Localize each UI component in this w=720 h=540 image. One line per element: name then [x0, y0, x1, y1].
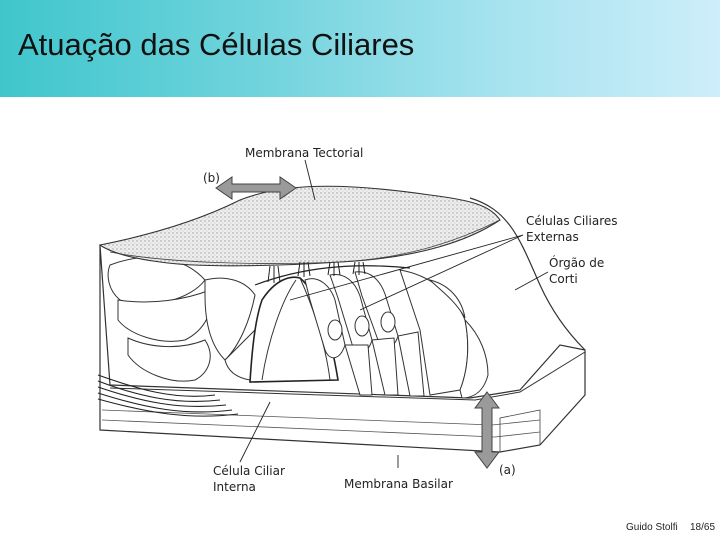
- label-basilar-membrane: Membrana Basilar: [344, 477, 453, 492]
- label-tectorial-membrane: Membrana Tectorial: [245, 146, 363, 161]
- label-inner-hair-cell-2: Interna: [213, 480, 256, 495]
- supporting-cells-left: [108, 257, 268, 381]
- footer-page-number: 18/65: [690, 522, 715, 533]
- label-a: (a): [499, 463, 516, 478]
- footer-author: Guido Stolfi: [626, 522, 678, 533]
- label-organ-of-corti-1: Órgão de: [549, 256, 604, 271]
- label-inner-hair-cell-1: Célula Ciliar: [213, 464, 285, 479]
- label-b: (b): [203, 171, 220, 186]
- tectorial-membrane: [100, 186, 500, 266]
- label-outer-hair-cells-2: Externas: [526, 230, 579, 245]
- label-outer-hair-cells-1: Células Ciliares: [526, 214, 618, 229]
- label-organ-of-corti-2: Corti: [549, 272, 578, 287]
